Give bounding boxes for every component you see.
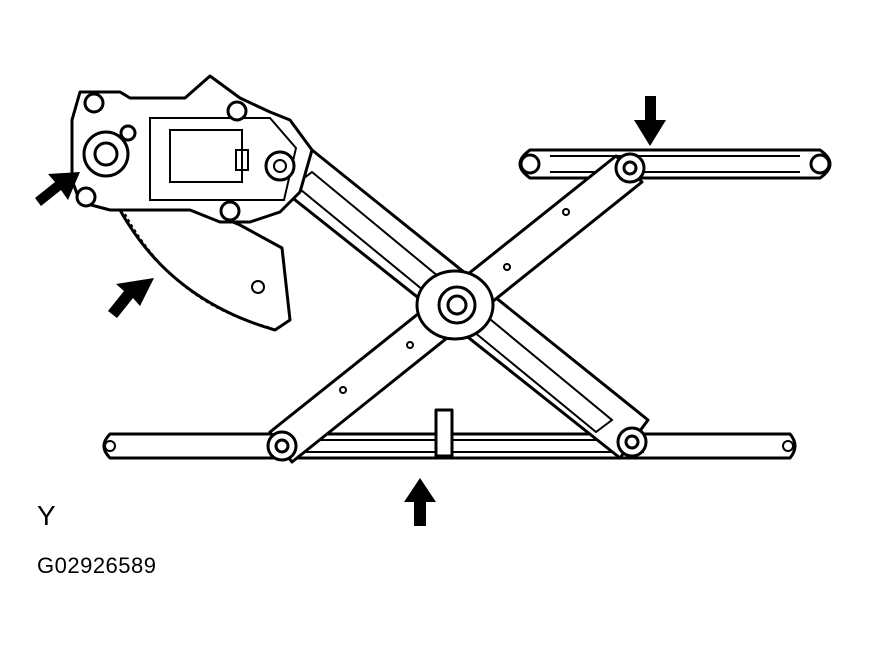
- center-pivot: [415, 269, 495, 341]
- sector-gear: [118, 208, 292, 332]
- top-guide-rail: [518, 148, 832, 180]
- bottom-guide-rail: [102, 408, 797, 460]
- arrow-down-icon: [634, 96, 666, 146]
- view-label: Y: [37, 500, 56, 531]
- arrow-gear-icon: [108, 278, 154, 318]
- arrow-up-icon: [404, 478, 436, 526]
- arrow-motor-icon: [35, 172, 80, 206]
- motor-housing: [70, 74, 314, 224]
- figure-code: G02926589: [37, 553, 157, 578]
